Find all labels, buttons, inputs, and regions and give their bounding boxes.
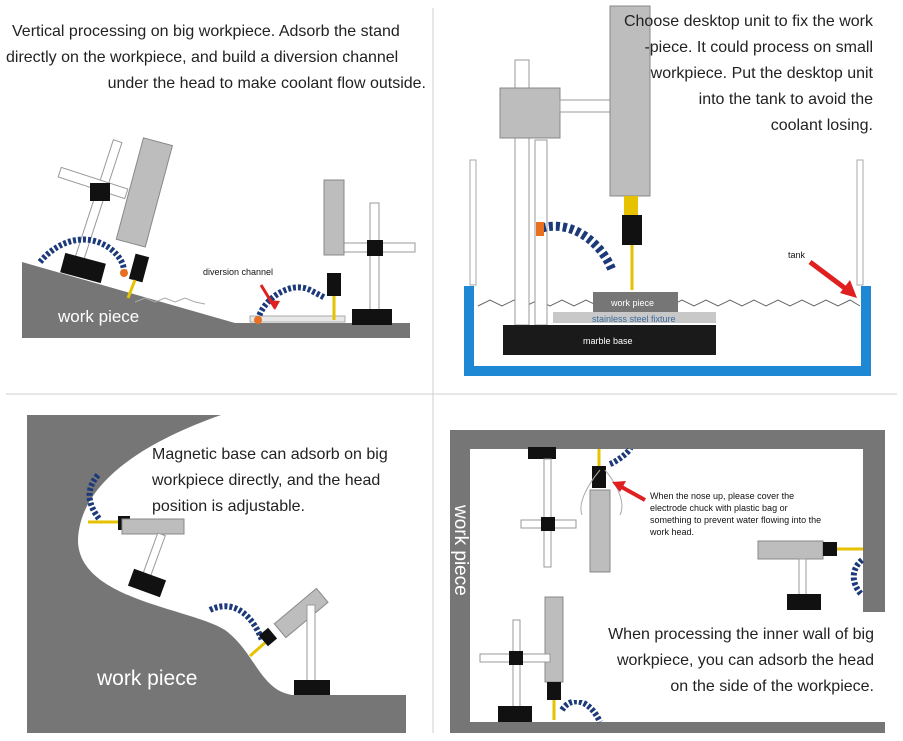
head-left: [115, 137, 174, 299]
diversion-channel: [249, 315, 346, 323]
head-bl-1: [86, 473, 185, 598]
tank-arrow: [808, 260, 852, 294]
fixture-label: stainless steel fixture: [592, 314, 676, 324]
work-piece-label-tl: work piece: [57, 307, 139, 326]
marble-base-label: marble base: [583, 336, 633, 346]
work-piece-shape-bl: [27, 415, 406, 733]
coolant-wave: [134, 297, 206, 305]
svg-text:electrode chuck with plastic b: electrode chuck with plastic bag or: [650, 503, 788, 513]
caption-bottom-right: When processing the inner wall of big wo…: [572, 622, 874, 700]
desktop-head: [609, 5, 651, 290]
chuck-note: When the nose up, please cover the elect…: [649, 491, 821, 537]
stand-left: [57, 139, 129, 267]
work-piece-label-tr: work piece: [610, 298, 654, 308]
work-piece-shape: [22, 262, 410, 338]
marble-base: [503, 325, 716, 355]
work-piece-label-bl: work piece: [96, 667, 197, 690]
head-br-top: [520, 447, 633, 573]
desktop-stand: [499, 59, 616, 326]
stand-right: [339, 202, 416, 325]
head-br-side: [757, 540, 865, 610]
coolant-hose: [540, 221, 617, 272]
chuck-arrow: [617, 483, 646, 502]
diversion-channel-label: diversion channel: [203, 267, 273, 277]
caption-top-left: Vertical processing on big workpiece. Ad…: [6, 23, 426, 92]
caption-top-right: Choose desktop unit to fix the work -pie…: [623, 13, 873, 134]
work-piece-block: [593, 292, 678, 312]
coolant-hose-right: [255, 284, 327, 321]
head-right: [323, 179, 345, 320]
caption-bottom-left: Magnetic base can adsorb on big workpiec…: [152, 446, 388, 515]
svg-text:When the nose up, please cover: When the nose up, please cover the: [650, 491, 794, 501]
svg-text:something to prevent water fl: something to prevent water flowing into …: [650, 515, 821, 525]
magnetic-base-left: [60, 252, 106, 284]
coolant-hose-left: [37, 236, 127, 273]
head-bl-2: [208, 587, 330, 695]
head-br-bottom: [479, 596, 603, 724]
fixture-block: [553, 312, 716, 323]
tank-label: tank: [788, 250, 806, 260]
work-piece-label-br: work piece: [450, 504, 471, 596]
svg-text:work head.: work head.: [649, 527, 694, 537]
